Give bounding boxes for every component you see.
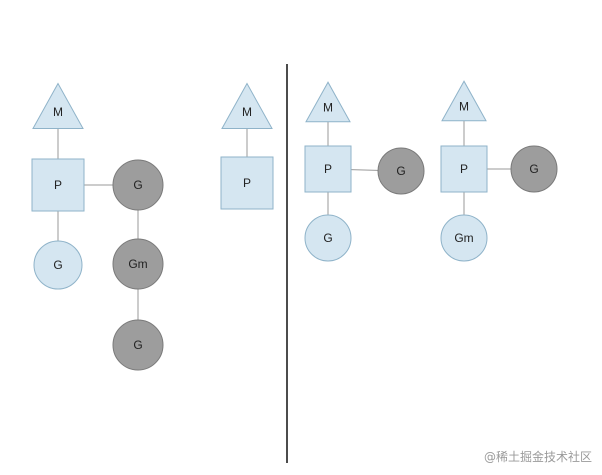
node-g6: G xyxy=(510,145,558,193)
node-label: P xyxy=(324,162,332,176)
node-label: G xyxy=(529,162,538,176)
node-m4: M xyxy=(441,80,487,122)
machine-triangle xyxy=(221,82,273,129)
node-label: M xyxy=(459,99,469,113)
node-p2: P xyxy=(220,156,274,210)
node-p1: P xyxy=(31,158,85,212)
watermark-text: @稀土掘金技术社区 xyxy=(483,450,592,464)
goroutine-circle xyxy=(440,214,488,262)
goroutine-circle xyxy=(112,238,164,290)
machine-triangle xyxy=(305,81,351,123)
node-p4: P xyxy=(440,145,488,193)
node-label: P xyxy=(243,176,251,190)
node-label: G xyxy=(323,231,332,245)
goroutine-circle xyxy=(112,159,164,211)
node-g2: G xyxy=(112,159,164,211)
node-label: M xyxy=(242,105,252,119)
machine-triangle xyxy=(32,82,84,129)
node-label: M xyxy=(323,100,333,114)
node-gm1: Gm xyxy=(112,238,164,290)
node-g3: G xyxy=(112,319,164,371)
goroutine-circle xyxy=(510,145,558,193)
node-label: P xyxy=(460,162,468,176)
panel-2: M P G G M P G Gm xyxy=(304,80,558,262)
node-label: G xyxy=(53,258,62,272)
node-g4: G xyxy=(377,147,425,195)
node-p3: P xyxy=(304,145,352,193)
node-m1: M xyxy=(32,82,84,129)
processor-square xyxy=(31,158,85,212)
processor-square xyxy=(440,145,488,193)
processor-square xyxy=(220,156,274,210)
node-gm2: Gm xyxy=(440,214,488,262)
node-label: G xyxy=(396,164,405,178)
node-label: Gm xyxy=(454,231,473,245)
node-m3: M xyxy=(305,81,351,123)
goroutine-circle xyxy=(304,214,352,262)
node-label: Gm xyxy=(128,257,147,271)
goroutine-circle xyxy=(112,319,164,371)
node-label: P xyxy=(54,178,62,192)
processor-square xyxy=(304,145,352,193)
node-g5: G xyxy=(304,214,352,262)
node-label: G xyxy=(133,338,142,352)
node-m2: M xyxy=(221,82,273,129)
node-label: G xyxy=(133,178,142,192)
node-label: M xyxy=(53,105,63,119)
machine-triangle xyxy=(441,80,487,122)
goroutine-circle xyxy=(377,147,425,195)
goroutine-circle xyxy=(33,240,83,290)
node-g1: G xyxy=(33,240,83,290)
